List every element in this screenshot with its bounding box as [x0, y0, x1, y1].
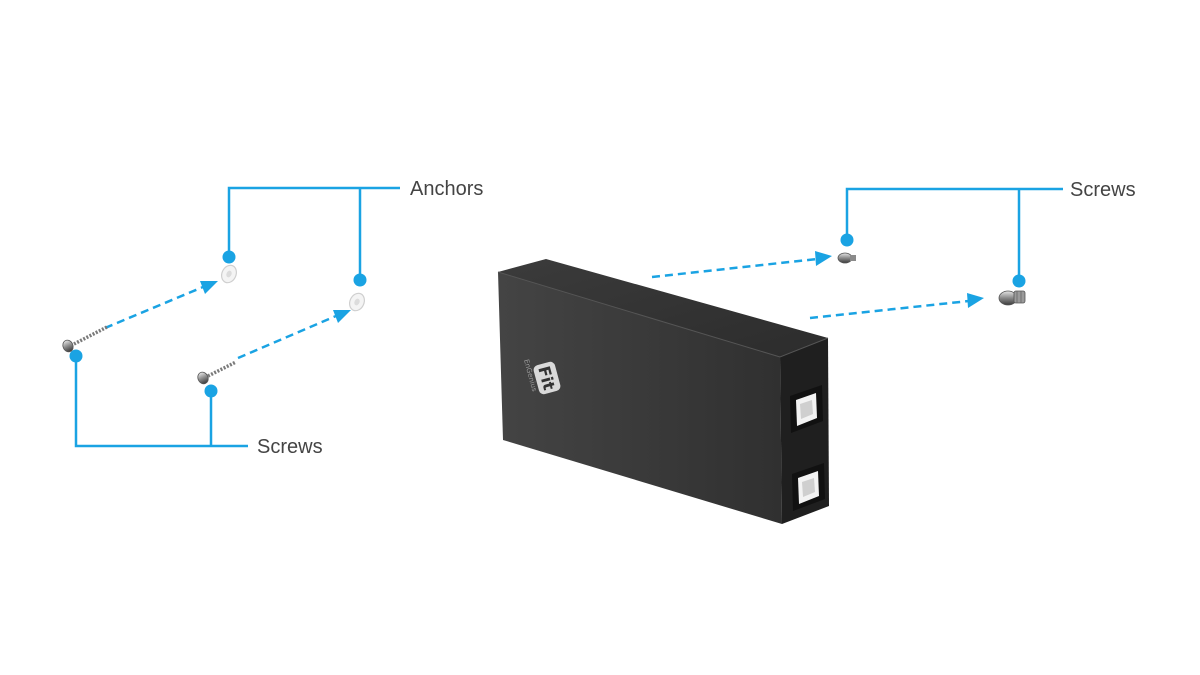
callout-dots-left — [69, 250, 367, 398]
anchor-1 — [221, 264, 237, 284]
ethernet-port-2 — [792, 463, 825, 511]
device-front-face — [498, 272, 782, 524]
anchor-2-dot — [353, 273, 367, 287]
right-arrowheads — [815, 251, 984, 308]
wall-screw-1 — [62, 325, 108, 353]
device-top-face — [498, 259, 828, 357]
device-screw-1 — [837, 252, 856, 264]
wall-screw-2 — [197, 360, 237, 385]
anchors-label: Anchors — [410, 178, 484, 200]
device-screw-2 — [998, 290, 1026, 306]
callout-dots-right — [840, 233, 1026, 288]
left-arrowheads — [200, 281, 351, 323]
right-insertion-arrows — [651, 257, 970, 320]
screws-left-callout-lines — [74, 356, 248, 448]
screw-2-dot — [204, 384, 218, 398]
screws-left-label: Screws — [257, 436, 323, 458]
screws-right-label: Screws — [1070, 179, 1136, 201]
anchors-callout-lines — [227, 186, 400, 280]
device-screw-1-dot — [840, 233, 854, 247]
screw-1-dot — [69, 349, 83, 363]
device-screw-2-dot — [1012, 274, 1026, 288]
fit-logo: Fit — [533, 361, 561, 395]
anchor-2 — [349, 292, 365, 312]
screws-right-callout-lines — [845, 187, 1063, 280]
ethernet-port-1 — [790, 385, 823, 433]
poe-injector-device: Fit EnGenius — [497, 259, 829, 524]
left-insertion-arrows — [104, 285, 337, 360]
anchor-1-dot — [222, 250, 236, 264]
